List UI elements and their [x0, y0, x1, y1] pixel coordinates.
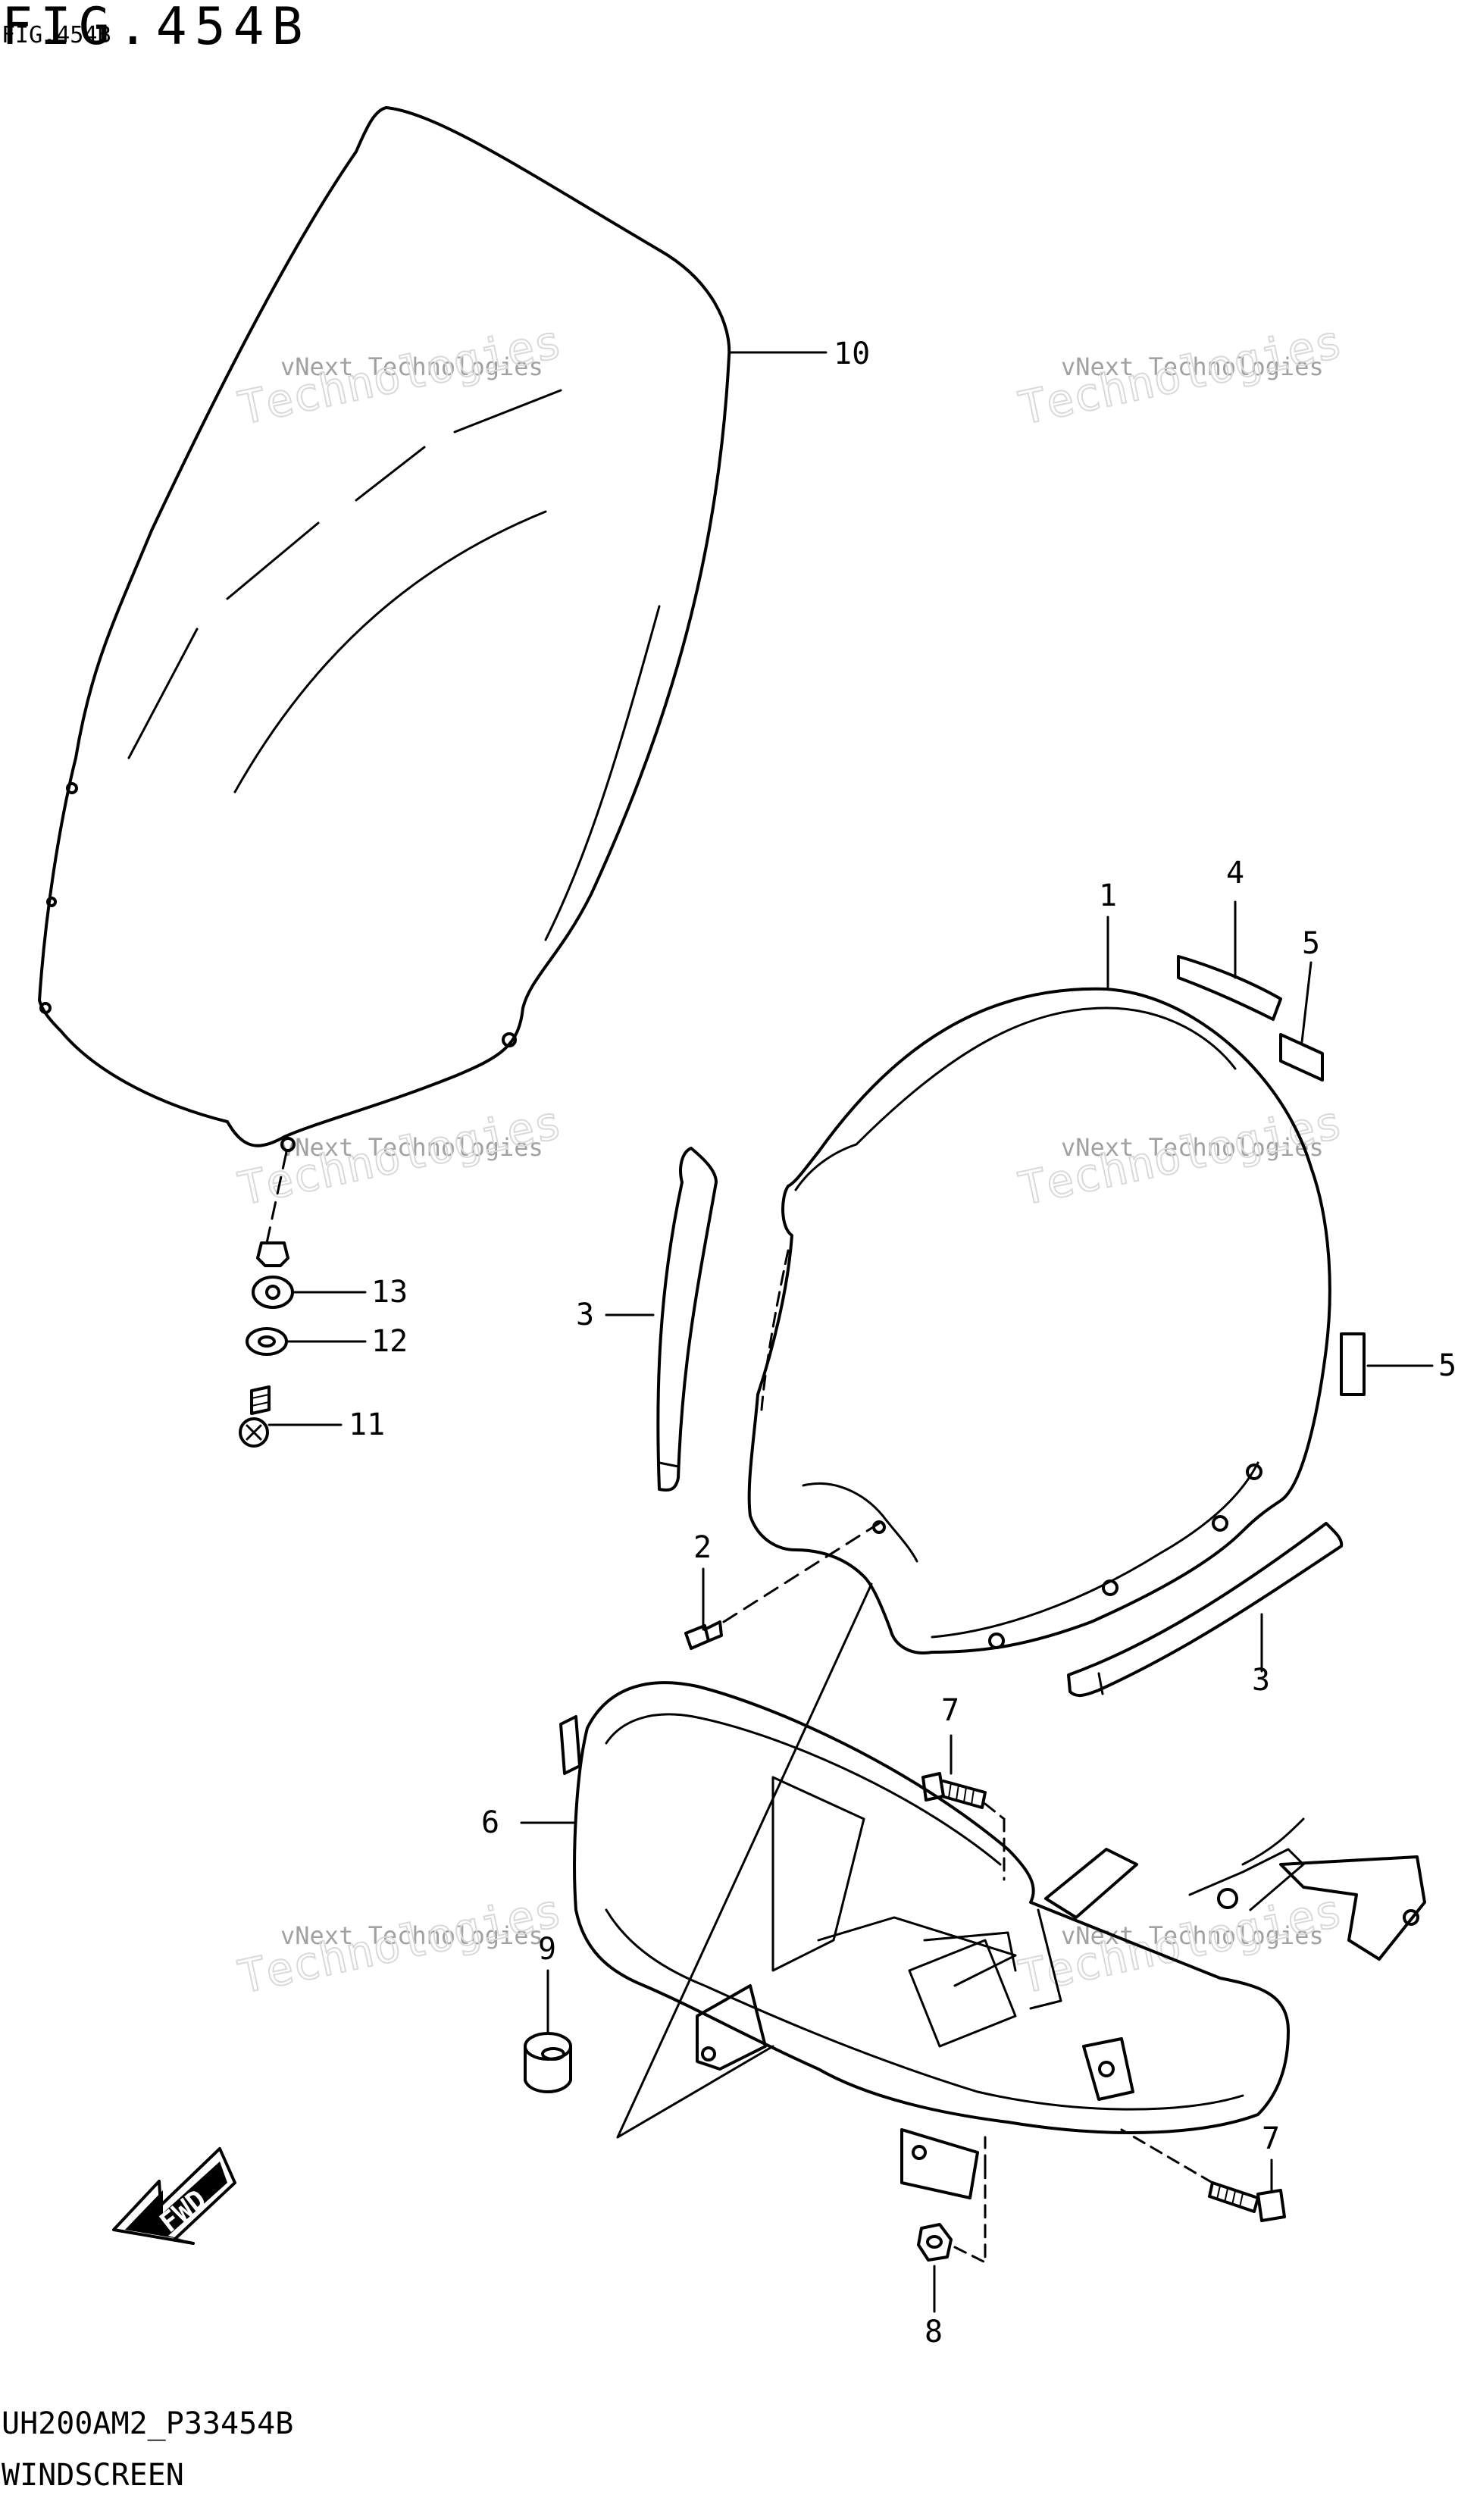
nut-part-8	[917, 2136, 987, 2264]
screw-part-11-head	[239, 1417, 269, 1448]
watermark-outline: Technologies	[234, 1884, 567, 2005]
screw-part-2	[684, 1522, 881, 1650]
watermark-outline: Technologies	[1015, 1096, 1347, 1216]
watermark-text: vNext Technologies	[1061, 352, 1324, 381]
model-code: UH200AM2_P33454B	[2, 2406, 294, 2441]
watermark-text: vNext Technologies	[280, 1133, 543, 1162]
callout-7-lower: 7	[1262, 2121, 1280, 2156]
watermark-top-left: vNext Technologies Technologies	[233, 315, 568, 437]
watermark-text: vNext Technologies	[1061, 1133, 1324, 1162]
stay-tab-left	[559, 1715, 581, 1775]
seal-part-3-left	[656, 1147, 718, 1492]
nut-part-13-top	[256, 1241, 289, 1267]
callout-leaders	[268, 351, 1434, 2313]
callout-10: 10	[834, 337, 870, 371]
callout-5-right: 5	[1438, 1348, 1456, 1383]
figure-subtitle: FIG.454B	[2, 22, 111, 49]
callout-1: 1	[1099, 878, 1117, 913]
mounting-bracket-right	[1279, 1855, 1426, 1961]
watermark-top-right: vNext Technologies Technologies	[1014, 315, 1348, 437]
callout-5-upper: 5	[1302, 926, 1320, 961]
callout-3-left: 3	[576, 1298, 594, 1332]
watermark-outline: Technologies	[234, 1096, 567, 1216]
callout-6: 6	[481, 1805, 499, 1840]
callout-12: 12	[371, 1324, 408, 1359]
stay-part-6	[559, 1681, 1426, 2199]
watermark-group: vNext Technologies Technologies vNext Te…	[233, 315, 1348, 2005]
stay-foot-left	[696, 1984, 767, 2071]
cushion-part-5-right	[1340, 1332, 1366, 1396]
inner-cover-part-1	[747, 987, 1331, 1654]
fwd-arrow-icon	[112, 2147, 236, 2245]
windscreen-part-10	[38, 106, 731, 1152]
callout-11: 11	[349, 1407, 385, 1442]
stay-brace	[1044, 1848, 1138, 1919]
figure-title: FIG.454B	[2, 0, 311, 57]
bracket-plate-low	[1082, 2037, 1134, 2101]
bolt-part-7-lower	[1120, 2128, 1286, 2222]
callout-7-upper: 7	[941, 1693, 959, 1728]
watermark-mid-right: vNext Technologies Technologies	[1014, 1095, 1348, 1217]
watermark-outline: Technologies	[1015, 315, 1347, 436]
callout-9: 9	[538, 1932, 556, 1967]
seal-part-4	[1177, 955, 1282, 1021]
watermark-low-left: vNext Technologies Technologies	[233, 1883, 568, 2005]
watermark-mid-left: vNext Technologies Technologies	[233, 1095, 568, 1217]
callout-4: 4	[1226, 856, 1244, 891]
watermark-text: vNext Technologies	[280, 352, 543, 381]
nut-part-13	[252, 1276, 294, 1309]
watermark-outline: Technologies	[234, 315, 567, 436]
callout-13: 13	[371, 1275, 408, 1310]
section-name: WINDSCREEN	[2, 2458, 184, 2493]
grommet-part-9	[524, 2032, 572, 2093]
cushion-part-5-upper	[1279, 1033, 1324, 1082]
washer-part-12	[246, 1327, 288, 1356]
watermark-text: vNext Technologies	[280, 1921, 543, 1950]
seal-part-3-right	[1067, 1522, 1344, 1697]
watermark-outline: Technologies	[1015, 1884, 1347, 2005]
callout-2: 2	[693, 1530, 712, 1565]
watermark-low-right: vNext Technologies Technologies	[1014, 1883, 1348, 2005]
callout-8: 8	[925, 2315, 943, 2349]
callout-3-right: 3	[1252, 1663, 1270, 1698]
watermark-text: vNext Technologies	[1061, 1921, 1324, 1950]
bolt-part-7-upper	[921, 1772, 1006, 1881]
stay-foot-mid	[900, 2128, 979, 2199]
fastener-stack-left	[239, 1150, 294, 1448]
screw-part-11-thread	[250, 1385, 271, 1415]
